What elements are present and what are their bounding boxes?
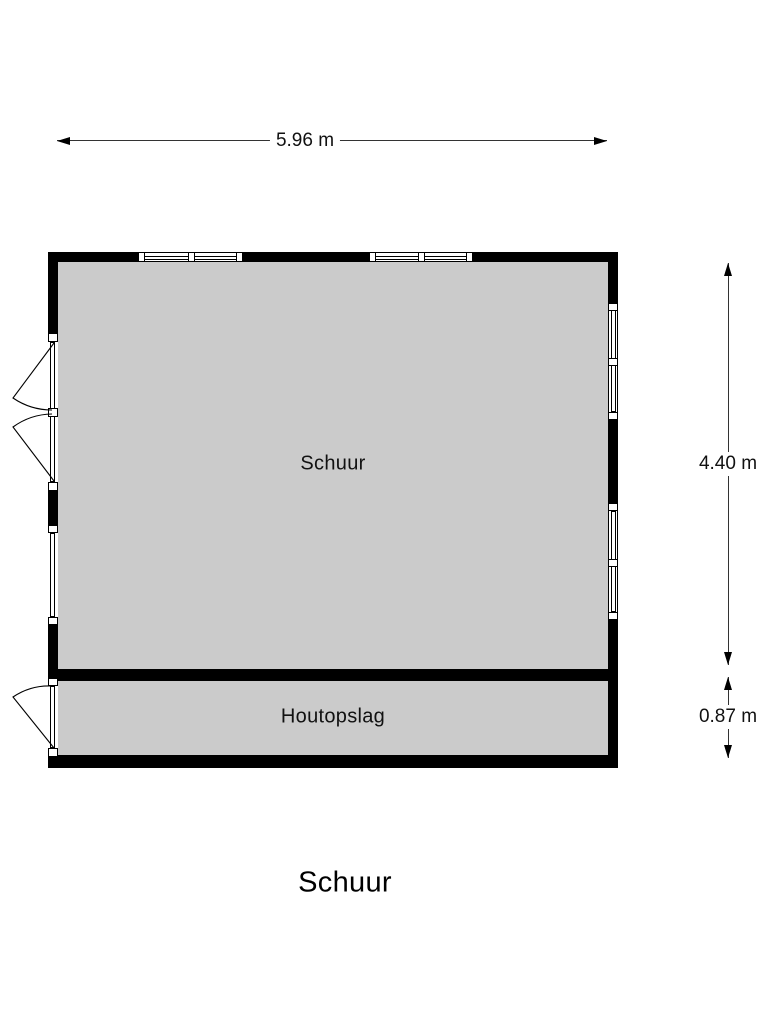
houtopslag-floor <box>58 681 608 755</box>
window-top-right <box>369 252 473 262</box>
plan-title: Schuur <box>298 866 392 899</box>
door-post <box>48 678 58 686</box>
window-right-upper <box>608 303 618 420</box>
dimension-schuur-depth-label: 4.40 m <box>692 452 764 476</box>
door-post <box>48 748 58 757</box>
door-post <box>48 482 58 491</box>
window-post <box>418 252 425 262</box>
window-post <box>608 559 618 567</box>
window-post <box>48 525 58 533</box>
dimension-houtopslag-depth-label: 0.87 m <box>692 705 764 729</box>
room-label-houtopslag: Houtopslag <box>280 705 386 728</box>
dimension-width-label: 5.96 m <box>269 129 341 153</box>
wall-bottom <box>48 755 618 768</box>
door-leaf-frame <box>50 686 55 748</box>
window-top-left <box>138 252 243 262</box>
window-post <box>608 303 618 311</box>
window-post <box>369 252 376 262</box>
arrow-right-icon <box>594 137 607 145</box>
wall-top <box>48 252 618 262</box>
window-post <box>608 412 618 420</box>
window-post <box>236 252 243 262</box>
window-post <box>608 612 618 620</box>
window-right-lower <box>608 503 618 620</box>
wall-divider <box>48 669 618 681</box>
arrow-up-icon <box>724 677 732 690</box>
window-post <box>608 358 618 366</box>
window-post <box>188 252 195 262</box>
door-post <box>48 333 58 342</box>
schuur-floor <box>58 262 608 669</box>
arrow-up-icon <box>724 263 732 276</box>
room-label-schuur: Schuur <box>300 452 366 475</box>
window-post <box>48 617 58 625</box>
houtopslag-door-opening <box>48 678 58 757</box>
window-post <box>466 252 473 262</box>
window-left <box>48 525 58 625</box>
window-post <box>608 503 618 511</box>
arrow-left-icon <box>57 137 70 145</box>
door-post <box>48 408 58 417</box>
arrow-down-icon <box>724 745 732 758</box>
wall-left <box>48 252 58 768</box>
window-pane <box>50 533 55 617</box>
window-post <box>138 252 145 262</box>
double-door-opening <box>48 333 58 491</box>
arrow-down-icon <box>724 652 732 665</box>
